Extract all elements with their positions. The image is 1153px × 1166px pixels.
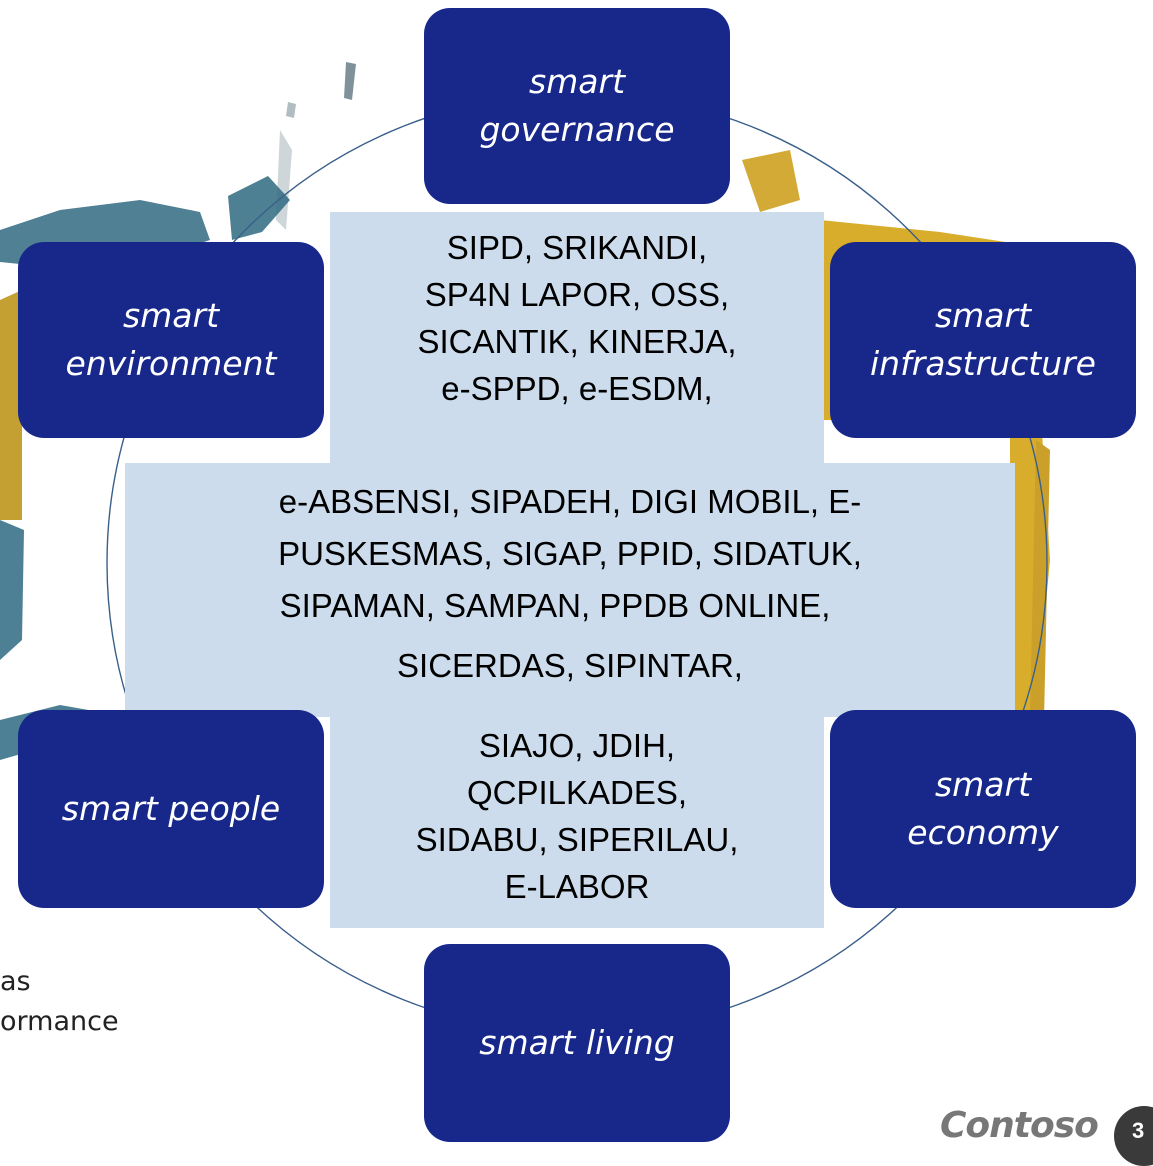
- node-smart-environment: smart environment: [18, 242, 324, 438]
- center-middle-line: e-ABSENSI, SIPADEH, DIGI MOBIL, E-: [278, 483, 862, 520]
- center-top-list: SIPD, SRIKANDI, SP4N LAPOR, OSS, SICANTI…: [330, 224, 824, 412]
- node-label: economy: [907, 813, 1059, 852]
- center-middle-line: PUSKESMAS, SIGAP, PPID, SIDATUK,: [278, 535, 862, 572]
- node-smart-infrastructure: smart infrastructure: [830, 242, 1136, 438]
- center-top-line: e-SPPD, e-ESDM,: [441, 370, 713, 407]
- node-label: smart: [934, 296, 1032, 335]
- node-smart-people: smart people: [18, 710, 324, 908]
- center-top-line: SP4N LAPOR, OSS,: [424, 276, 730, 313]
- center-bottom-line: E-LABOR: [504, 868, 650, 905]
- node-label: governance: [479, 110, 675, 149]
- node-smart-living: smart living: [424, 944, 730, 1142]
- center-middle-line: SIPAMAN, SAMPAN, PPDB ONLINE,: [279, 587, 831, 624]
- center-top-line: SIPD, SRIKANDI,: [446, 229, 708, 266]
- center-cross-horizontal: [125, 463, 1015, 717]
- center-top-line: SICANTIK, KINERJA,: [417, 323, 737, 360]
- node-label: smart: [528, 62, 626, 101]
- node-label: smart: [934, 765, 1032, 804]
- center-middle-line: SICERDAS, SIPINTAR,: [397, 647, 743, 684]
- center-bottom-line: QCPILKADES,: [466, 774, 688, 811]
- partial-text-line: ormance: [0, 1006, 119, 1037]
- center-middle-list: e-ABSENSI, SIPADEH, DIGI MOBIL, E- PUSKE…: [125, 476, 1015, 692]
- node-label: smart living: [479, 1023, 675, 1062]
- center-bottom-line: SIDABU, SIPERILAU,: [415, 821, 739, 858]
- node-label: environment: [65, 344, 277, 383]
- center-bottom-line: SIAJO, JDIH,: [478, 727, 676, 764]
- partial-slide-text: as ormance: [0, 962, 119, 1042]
- partial-text-line: as: [0, 966, 31, 997]
- node-label: smart people: [61, 789, 281, 828]
- node-label: infrastructure: [870, 344, 1096, 383]
- node-smart-governance: smart governance: [424, 8, 730, 204]
- center-bottom-list: SIAJO, JDIH, QCPILKADES, SIDABU, SIPERIL…: [330, 722, 824, 910]
- node-label: smart: [122, 296, 220, 335]
- contoso-logo: Contoso: [940, 1105, 1099, 1146]
- node-smart-economy: smart economy: [830, 710, 1136, 908]
